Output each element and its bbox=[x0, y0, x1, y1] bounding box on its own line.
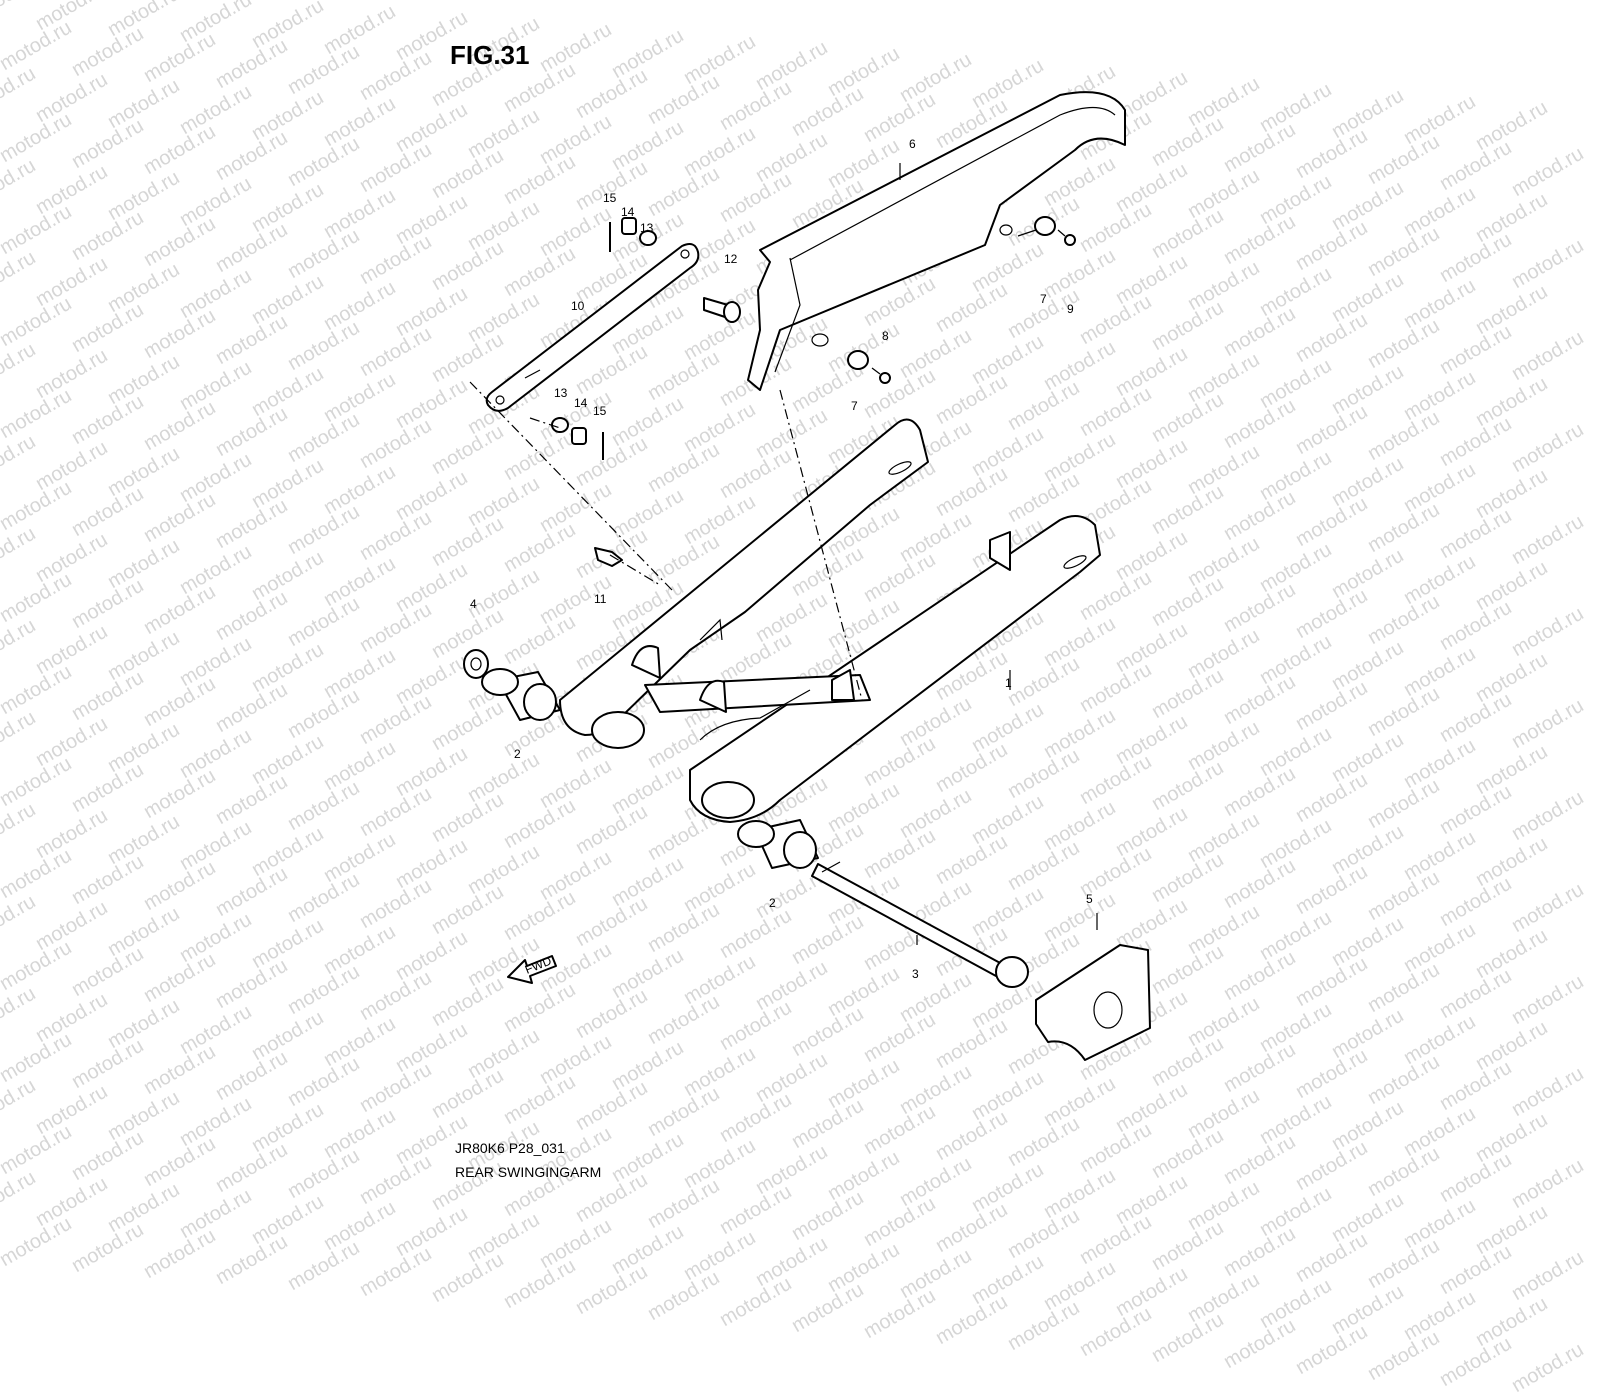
watermark-text: motod.ru bbox=[356, 1242, 436, 1302]
figure-title: FIG.31 bbox=[450, 40, 530, 70]
watermark-text: motod.ru bbox=[1436, 1240, 1516, 1300]
callout-5: 5 bbox=[1086, 892, 1093, 906]
watermark-text: motod.ru bbox=[1256, 1274, 1336, 1334]
reference-lines bbox=[469, 163, 1098, 945]
callout-3: 3 bbox=[912, 967, 919, 981]
watermark-text: motod.ru bbox=[1184, 1268, 1264, 1328]
watermark-text: motod.ru bbox=[932, 1198, 1012, 1258]
watermark-text: motod.ru bbox=[320, 1196, 400, 1256]
callout-2: 2 bbox=[514, 747, 521, 761]
watermark-text: motod.ru bbox=[1472, 1292, 1552, 1352]
watermark-text: motod.ru bbox=[1112, 1262, 1192, 1322]
callout-13: 13 bbox=[640, 221, 654, 235]
watermark-text: motod.ru bbox=[1004, 1296, 1084, 1356]
watermark-text: motod.ru bbox=[1148, 1308, 1228, 1368]
link-fasteners bbox=[551, 217, 741, 567]
watermark-text: motod.ru bbox=[608, 1220, 688, 1280]
watermark-text: motod.ru bbox=[932, 1290, 1012, 1350]
watermark-text: motod.ru bbox=[1364, 1326, 1444, 1386]
callout-10: 10 bbox=[571, 299, 585, 313]
callout-7: 7 bbox=[851, 399, 858, 413]
callout-9: 9 bbox=[1067, 302, 1074, 316]
watermark-text: motod.ru bbox=[680, 1226, 760, 1286]
watermark-text: motod.ru bbox=[824, 1238, 904, 1298]
watermark-text: motod.ru bbox=[1076, 1210, 1156, 1270]
watermark-text: motod.ru bbox=[788, 1278, 868, 1338]
watermark-text: motod.ru bbox=[1220, 1314, 1300, 1374]
watermark-text: motod.ru bbox=[1472, 1200, 1552, 1260]
watermark-text: motod.ru bbox=[1004, 1204, 1084, 1264]
watermark-text: motod.ru bbox=[1148, 1216, 1228, 1276]
callout-15: 15 bbox=[603, 191, 617, 205]
watermark-text: motod.ru bbox=[140, 1224, 220, 1284]
callout-12: 12 bbox=[724, 252, 738, 266]
fwd-arrow bbox=[507, 955, 557, 984]
watermark-text: motod.ru bbox=[464, 1208, 544, 1268]
watermark-text: motod.ru bbox=[212, 1230, 292, 1290]
callout-15: 15 bbox=[593, 404, 607, 418]
watermark-text: motod.ru bbox=[536, 1214, 616, 1274]
callout-11: 11 bbox=[594, 592, 607, 606]
exploded-parts-diagram: FWD 1 2 2 3 4 5 6 7 7 8 9 10 11 12 13 13… bbox=[463, 91, 1151, 1061]
watermark-text: motod.ru bbox=[1436, 1332, 1516, 1392]
watermark-text: motod.ru bbox=[1400, 1286, 1480, 1346]
chain-case bbox=[747, 91, 1126, 391]
watermark-text: motod.ru bbox=[1292, 1228, 1372, 1288]
watermark-text: motod.ru bbox=[716, 1272, 796, 1332]
callout-13: 13 bbox=[554, 386, 568, 400]
pivot-bushings bbox=[463, 649, 819, 869]
watermark-text: motod.ru bbox=[1328, 1280, 1408, 1340]
watermark-text: motod.ru bbox=[1220, 1222, 1300, 1282]
pivot-bracket bbox=[1035, 944, 1151, 1061]
diagram-caption: REAR SWINGINGARM bbox=[455, 1164, 602, 1180]
watermark-text: motod.ru bbox=[860, 1192, 940, 1252]
watermark-text: motod.ru bbox=[0, 1212, 76, 1272]
watermark-text: motod.ru bbox=[752, 1232, 832, 1292]
swingarm bbox=[559, 418, 1101, 823]
callout-4: 4 bbox=[470, 597, 477, 611]
watermark-text: motod.ru bbox=[284, 1236, 364, 1296]
watermark-text: motod.ru bbox=[1508, 1246, 1588, 1306]
diagram-code: JR80K6 P28_031 bbox=[455, 1140, 565, 1156]
callout-1: 1 bbox=[1005, 676, 1012, 690]
watermark-text: motod.ru bbox=[1364, 1234, 1444, 1294]
watermark-text: motod.ru bbox=[644, 1266, 724, 1326]
callout-8: 8 bbox=[882, 329, 889, 343]
callout-6: 6 bbox=[909, 137, 916, 151]
watermark-text: motod.ru bbox=[1076, 1302, 1156, 1362]
callout-2: 2 bbox=[769, 896, 776, 910]
chain-support-link bbox=[485, 243, 700, 412]
watermark-text: motod.ru bbox=[1508, 1338, 1588, 1398]
watermark-text: motod.ru bbox=[392, 1202, 472, 1262]
callout-14: 14 bbox=[621, 205, 635, 219]
watermark-text: motod.ru bbox=[896, 1244, 976, 1304]
watermark-text: motod.ru bbox=[428, 1248, 508, 1308]
watermark-text: motod.ru bbox=[1292, 1320, 1372, 1380]
watermark-text: motod.ru bbox=[1040, 1256, 1120, 1316]
watermark-text: motod.ru bbox=[500, 1254, 580, 1314]
watermark-text: motod.ru bbox=[68, 1218, 148, 1278]
watermark-text: motod.ru bbox=[1400, 1194, 1480, 1254]
chain-case-fasteners bbox=[847, 216, 1076, 384]
callout-7: 7 bbox=[1040, 292, 1047, 306]
callout-14: 14 bbox=[574, 396, 588, 410]
watermark-text: motod.ru bbox=[968, 1250, 1048, 1310]
pivot-shaft bbox=[811, 861, 1029, 988]
watermark-text: motod.ru bbox=[860, 1284, 940, 1344]
watermark-text: motod.ru bbox=[572, 1260, 652, 1320]
